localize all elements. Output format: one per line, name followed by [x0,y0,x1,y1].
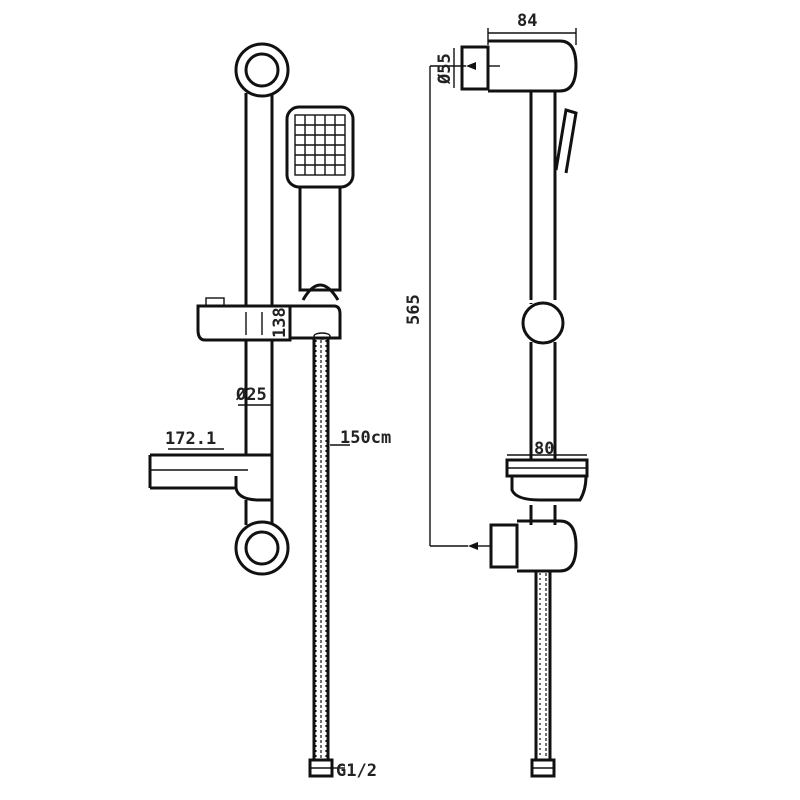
rail-diameter-label: Ø25 [235,385,267,405]
top-wall-mount [460,39,578,93]
side-slider-knob [521,301,565,345]
soap-shelf [148,453,274,502]
bottom-wall-mount [468,519,578,573]
ring-diameter-label: Ø55 [435,53,455,85]
hose-length-label: 150cm [340,428,391,448]
hand-shower [285,105,355,301]
front-view [148,42,355,778]
dimension-labels: 84 80 Ø25 172.1 150cm G1/2 138 565 Ø55 [165,11,554,781]
slider-clamp [196,297,342,342]
shower-hose [308,338,334,778]
slider-height-label: 138 [270,307,290,338]
side-hose [530,571,556,778]
slider-width-label: 80 [534,439,554,459]
top-ring-bracket [234,42,290,98]
side-shelf [505,458,589,502]
thread-label: G1/2 [336,761,377,781]
side-handset [554,108,578,174]
width-top-label: 84 [517,11,537,31]
rail-height-label: 565 [404,294,424,325]
side-dimensions [429,28,587,547]
front-leaders [168,404,350,769]
side-rail [529,91,557,525]
vertical-rail [244,93,274,525]
shelf-width-label: 172.1 [165,429,216,449]
side-view [429,28,589,778]
bottom-ring-bracket [234,520,290,576]
